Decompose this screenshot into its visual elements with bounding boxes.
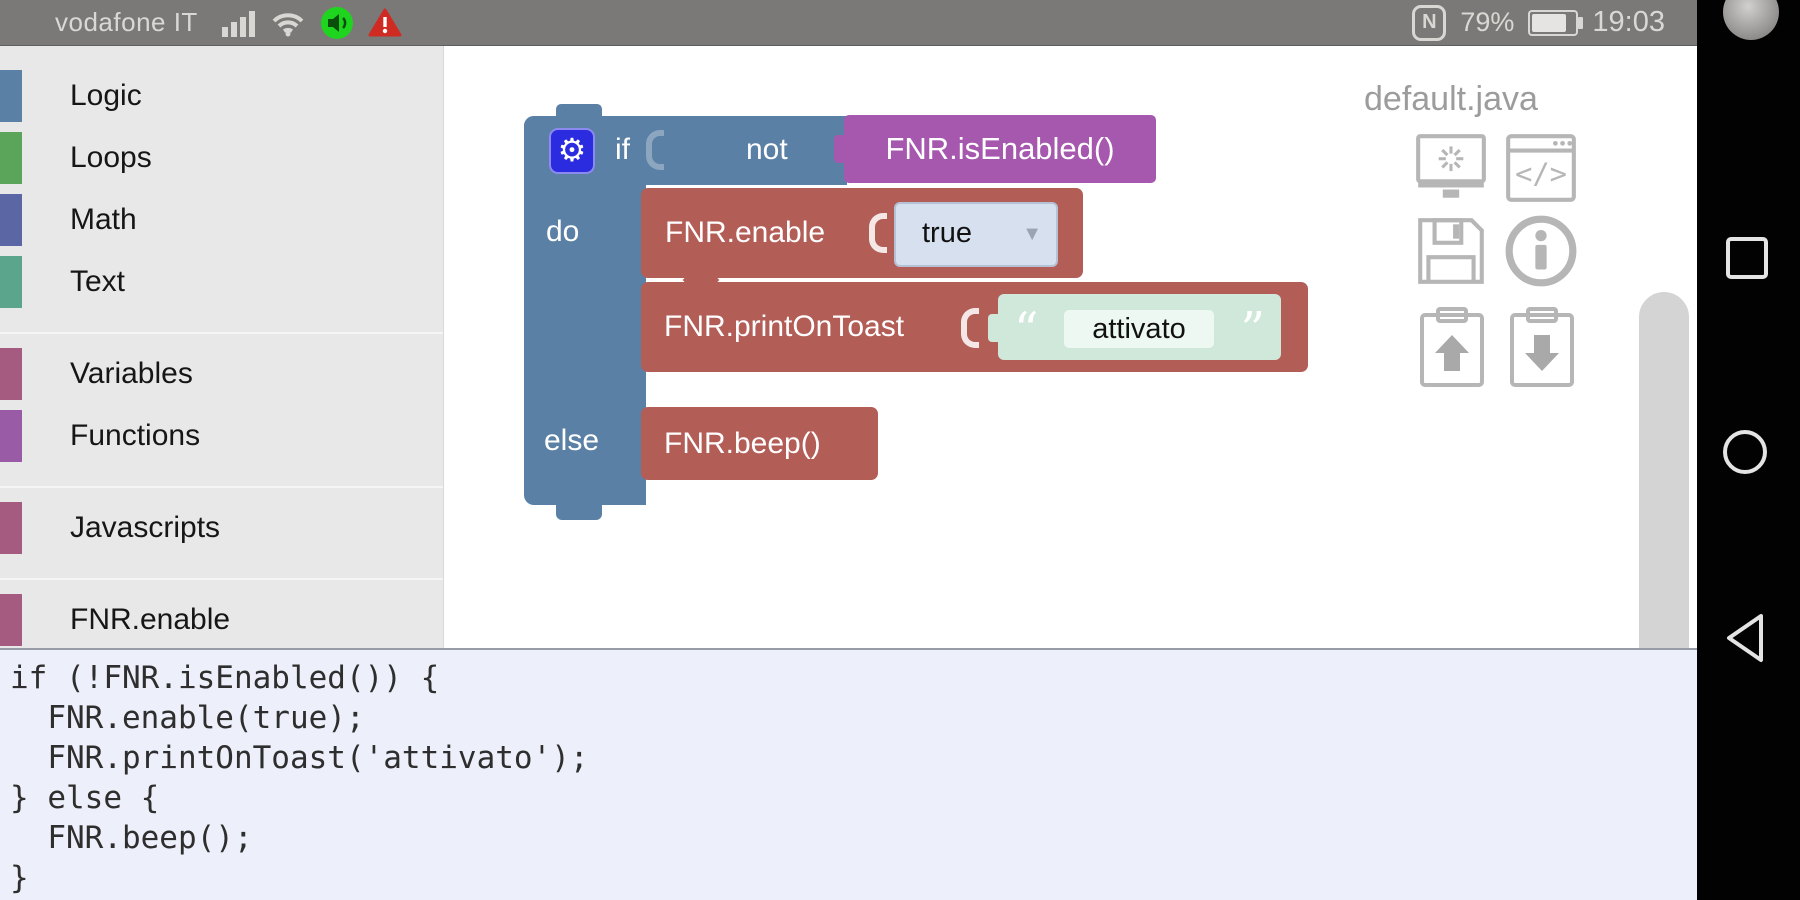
category-label: Javascripts [70, 511, 221, 544]
battery-percent: 79% [1460, 7, 1515, 37]
category-label: Logic [70, 79, 142, 112]
battery-fill [1532, 13, 1566, 32]
category-label: Text [70, 265, 126, 298]
sidebar-category[interactable]: Text [0, 256, 443, 334]
condition-socket [646, 130, 664, 170]
enable-value-socket [869, 213, 887, 253]
battery-icon [1528, 9, 1584, 36]
do-label: do [546, 215, 580, 248]
home-button[interactable] [1721, 428, 1769, 481]
nfc-icon: N [1412, 4, 1447, 41]
if-block-bottom-tab [556, 505, 602, 520]
recents-button[interactable] [1725, 236, 1769, 285]
floating-button[interactable] [1723, 0, 1779, 40]
beep-label: FNR.beep() [664, 427, 821, 460]
sidebar-category[interactable]: Loops [0, 132, 443, 194]
true-dropdown[interactable]: true ▼ [894, 202, 1058, 267]
if-block-header[interactable]: if not [524, 116, 847, 185]
category-color-chip [0, 410, 22, 462]
sidebar-category[interactable]: Variables [0, 348, 443, 410]
file-name-label: default.java [1364, 80, 1538, 118]
status-bar: vodafone IT [0, 0, 1697, 46]
category-color-chip [0, 256, 22, 308]
category-color-chip [0, 194, 22, 246]
android-nav-bar [1697, 0, 1800, 900]
volume-icon [320, 6, 353, 39]
clipboard-download-icon[interactable] [1506, 303, 1584, 387]
sidebar-category[interactable]: FNR.enable [0, 594, 443, 648]
code-text: if (!FNR.isEnabled()) { FNR.enable(true)… [10, 660, 589, 896]
carrier-label: vodafone IT [55, 7, 198, 37]
run-monitor-icon[interactable] [1412, 128, 1490, 210]
back-button[interactable] [1719, 610, 1771, 671]
category-color-chip [0, 348, 22, 400]
block-connector-nub [834, 135, 846, 163]
mutator-gear-icon[interactable] [549, 128, 595, 174]
svg-text:</>: </> [1515, 156, 1567, 190]
if-block-top-notch [556, 104, 602, 118]
alert-icon [368, 8, 402, 37]
not-block-label[interactable]: not [746, 133, 788, 166]
sidebar-categories: Logic Loops Math Text Variables Function… [0, 46, 443, 648]
workspace-scrollbar[interactable] [1639, 292, 1689, 648]
category-label: Functions [70, 419, 201, 452]
wifi-icon [272, 12, 304, 36]
close-quote: ” [1240, 302, 1265, 358]
toast-call-block[interactable]: FNR.printOnToast “ attivato ” [641, 282, 1308, 372]
sidebar-category[interactable]: Math [0, 194, 443, 256]
else-label: else [544, 424, 600, 457]
toast-label: FNR.printOnToast [664, 310, 905, 343]
open-quote: “ [1014, 302, 1039, 358]
enable-call-block[interactable]: FNR.enable true ▼ [641, 188, 1083, 278]
category-label: Math [70, 203, 137, 236]
clipboard-upload-icon[interactable] [1416, 303, 1494, 387]
status-left-cluster: vodafone IT [0, 6, 402, 40]
category-label: Loops [70, 141, 152, 174]
sidebar-category[interactable]: Functions [0, 410, 443, 488]
status-right-cluster: N 79% 19:03 [1412, 4, 1697, 41]
category-color-chip [0, 594, 22, 646]
blockly-workspace[interactable]: if not FNR.isEnabled() do else FNR.enabl… [443, 46, 1697, 648]
show-code-icon[interactable]: </> [1502, 128, 1580, 210]
category-label: Variables [70, 357, 193, 390]
block-connector-nub [988, 314, 1000, 342]
generated-code-panel: if (!FNR.isEnabled()) { FNR.enable(true)… [0, 648, 1697, 900]
chevron-down-icon: ▼ [1022, 223, 1042, 245]
save-floppy-icon[interactable] [1412, 210, 1490, 292]
category-color-chip [0, 70, 22, 122]
string-text-field[interactable]: attivato [1064, 310, 1214, 348]
category-label: FNR.enable [70, 603, 231, 636]
clock: 19:03 [1592, 6, 1665, 38]
category-color-chip [0, 502, 22, 554]
dropdown-value: true [922, 217, 972, 249]
block-category-sidebar: Logic Loops Math Text Variables Function… [0, 46, 443, 648]
battery-tip [1578, 16, 1584, 29]
beep-call-block[interactable]: FNR.beep() [641, 407, 878, 480]
info-icon[interactable] [1502, 210, 1580, 292]
condition-block[interactable]: FNR.isEnabled() [834, 115, 1156, 183]
sidebar-category[interactable]: Javascripts [0, 502, 443, 580]
nfc-letter: N [1422, 11, 1437, 33]
string-block[interactable]: “ attivato ” [988, 294, 1281, 360]
condition-label: FNR.isEnabled() [885, 131, 1115, 166]
enable-label: FNR.enable [665, 216, 826, 249]
sidebar-category[interactable]: Logic [0, 70, 443, 132]
signal-strength-icon [221, 10, 255, 37]
toast-value-socket [961, 308, 979, 348]
string-value: attivato [1092, 312, 1186, 345]
category-color-chip [0, 132, 22, 184]
if-label: if [615, 133, 630, 166]
